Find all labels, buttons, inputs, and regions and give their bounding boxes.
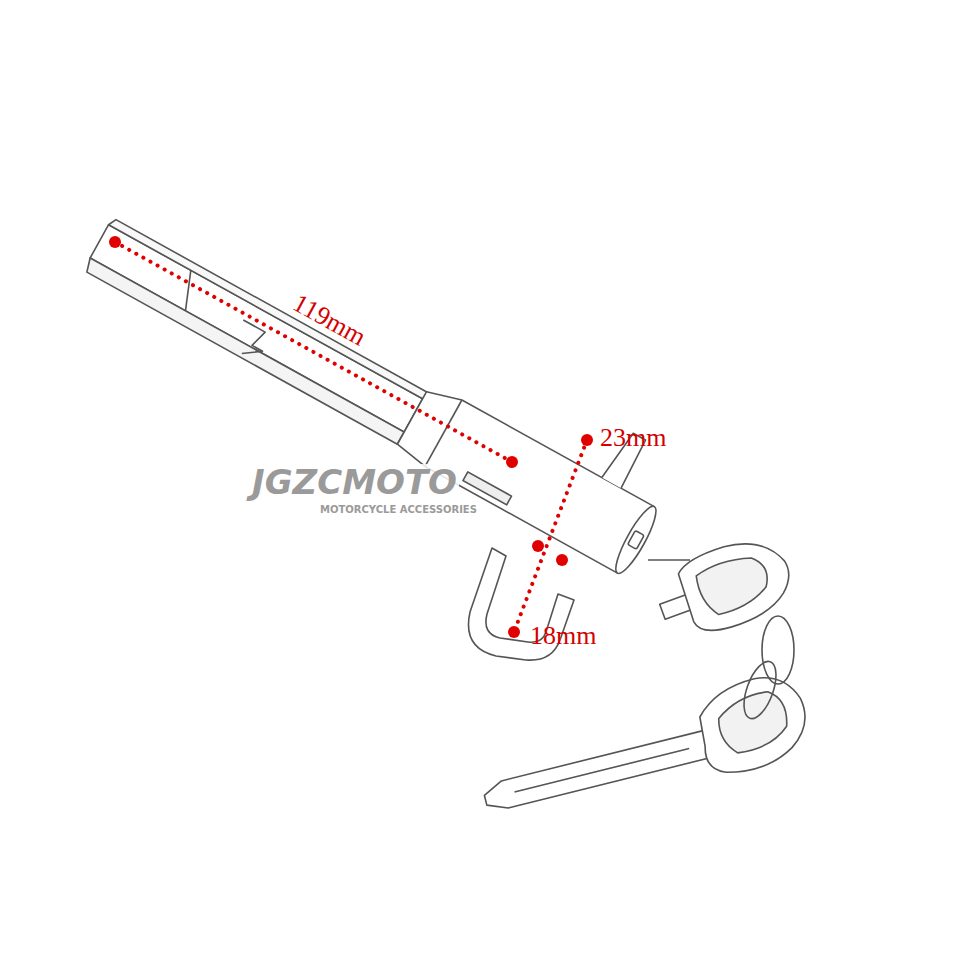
lock-body-edge (425, 400, 462, 466)
dimension-label: 119mm (286, 288, 372, 353)
dimension-dot (556, 554, 568, 566)
dimension-dot (506, 456, 518, 468)
bar-plate (90, 225, 422, 432)
dimension-line (115, 242, 512, 462)
dimension-label: 23mm (598, 424, 668, 453)
dimension-dot (581, 434, 593, 446)
lock-cylinder-face (610, 502, 663, 577)
key-head (691, 669, 816, 780)
key-shaft (648, 559, 690, 561)
key-head-inset (714, 688, 793, 756)
watermark: JGZCMOTO (250, 464, 459, 501)
bar-top (109, 218, 430, 401)
key-ring (738, 657, 783, 722)
bar-notch (229, 320, 272, 362)
dimension-label: 18mm (528, 622, 598, 651)
lock-slot (463, 472, 512, 505)
dimension-dot (109, 236, 121, 248)
key-head (673, 528, 800, 638)
watermark: MOTORCYCLE ACCESSORIES (318, 504, 479, 515)
dimension-dot (532, 540, 544, 552)
key-groove (514, 749, 689, 793)
key-blade (482, 730, 712, 813)
key-ring (762, 616, 794, 684)
dimension-dot (508, 626, 520, 638)
keyhole (628, 530, 645, 549)
dimension-line (514, 440, 587, 632)
key-head-inset (693, 550, 774, 619)
bar-edge (83, 258, 404, 444)
